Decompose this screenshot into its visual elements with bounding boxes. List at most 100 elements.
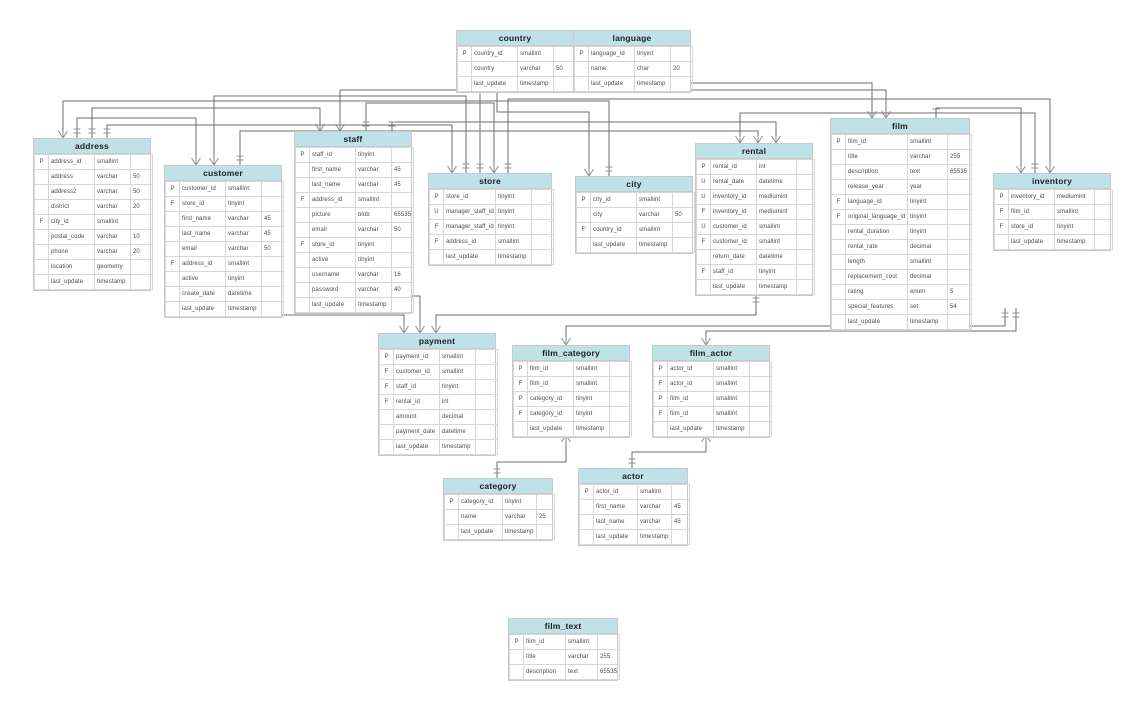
column-row[interactable]: ratingenum5 [831,284,972,300]
column-row[interactable]: Ffilm_idsmallint [653,406,772,422]
column-row[interactable]: Fstaff_idtinyint [696,264,815,280]
column-row[interactable]: Uinventory_idmediumint [696,189,815,205]
entity-address[interactable]: addressPaddress_idsmallintaddressvarchar… [33,138,153,291]
column-row[interactable]: Fstore_idtinyint [165,196,284,212]
entity-film_text[interactable]: film_textPfilm_idsmallinttitlevarchar255… [508,618,620,681]
column-row[interactable]: last_updatetimestamp [34,274,153,290]
column-row[interactable]: Foriginal_language_idtinyint [831,209,972,225]
column-row[interactable]: titlevarchar255 [831,149,972,165]
entity-film[interactable]: filmPfilm_idsmallinttitlevarchar255descr… [830,118,972,331]
column-row[interactable]: last_updatetimestamp [696,279,815,295]
column-row[interactable]: Pcustomer_idsmallint [165,181,284,197]
column-row[interactable]: countryvarchar50 [457,61,576,77]
column-row[interactable]: last_updatetimestamp [994,234,1113,250]
column-row[interactable]: Pfilm_idsmallint [831,134,972,150]
column-row[interactable]: activetinyint [165,271,284,287]
entity-rental[interactable]: rentalPrental_idintUrental_datedatetimeU… [695,143,815,296]
column-row[interactable]: Fcategory_idtinyint [513,406,632,422]
column-row[interactable]: Pstore_idtinyint [429,189,554,205]
entity-language[interactable]: languagePlanguage_idtinyintnamechar20las… [573,30,693,93]
column-row[interactable]: Fcustomer_idsmallint [379,364,498,380]
column-row[interactable]: Faddress_idsmallint [165,256,284,272]
entity-actor[interactable]: actorPactor_idsmallintfirst_namevarchar4… [578,468,690,546]
entity-payment[interactable]: paymentPpayment_idsmallintFcustomer_idsm… [378,333,498,456]
column-row[interactable]: Pcategory_idtinyint [513,391,632,407]
column-row[interactable]: Prental_idint [696,159,815,175]
column-row[interactable]: Fcountry_idsmallint [576,222,695,238]
column-row[interactable]: last_updatetimestamp [831,314,972,330]
column-row[interactable]: Fmanager_staff_idtinyint [429,219,554,235]
column-row[interactable]: Ucustomer_idsmallint [696,219,815,235]
column-row[interactable]: Pcountry_idsmallint [457,46,576,62]
column-row[interactable]: last_updatetimestamp [579,529,690,545]
column-row[interactable]: create_datedatetime [165,286,284,302]
entity-staff[interactable]: staffPstaff_idtinyintfirst_namevarchar45… [294,131,414,314]
column-row[interactable]: emailvarchar50 [165,241,284,257]
column-row[interactable]: Pstaff_idtinyint [295,147,414,163]
column-row[interactable]: Pfilm_idsmallint [513,361,632,377]
column-row[interactable]: last_updatetimestamp [574,76,693,92]
column-row[interactable]: Paddress_idsmallint [34,154,153,170]
column-row[interactable]: rental_ratedecimal [831,239,972,255]
column-row[interactable]: passwordvarchar40 [295,282,414,298]
column-row[interactable]: usernamevarchar16 [295,267,414,283]
column-row[interactable]: phonevarchar20 [34,244,153,260]
column-row[interactable]: descriptiontext65535 [509,664,620,680]
column-row[interactable]: last_updatetimestamp [165,301,284,317]
column-row[interactable]: Pcategory_idtinyint [444,494,555,510]
column-row[interactable]: Pinventory_idmediumint [994,189,1113,205]
column-row[interactable]: last_updatetimestamp [429,249,554,265]
column-row[interactable]: Faddress_idsmallint [295,192,414,208]
column-row[interactable]: Fstore_idtinyint [994,219,1113,235]
column-row[interactable]: first_namevarchar45 [165,211,284,227]
column-row[interactable]: Umanager_staff_idtinyint [429,204,554,220]
column-row[interactable]: return_datedatetime [696,249,815,265]
column-row[interactable]: first_namevarchar45 [295,162,414,178]
column-row[interactable]: Pcity_idsmallint [576,192,695,208]
column-row[interactable]: Urental_datedatetime [696,174,815,190]
column-row[interactable]: last_updatetimestamp [457,76,576,92]
column-row[interactable]: Faddress_idsmallint [429,234,554,250]
entity-film_actor[interactable]: film_actorPactor_idsmallintFactor_idsmal… [652,345,772,438]
column-row[interactable]: last_updatetimestamp [295,297,414,313]
column-row[interactable]: Planguage_idtinyint [574,46,693,62]
column-row[interactable]: Pfilm_idsmallint [653,391,772,407]
column-row[interactable]: last_namevarchar45 [165,226,284,242]
column-row[interactable]: titlevarchar255 [509,649,620,665]
column-row[interactable]: last_updatetimestamp [513,421,632,437]
column-row[interactable]: descriptiontext65535 [831,164,972,180]
column-row[interactable]: Fcustomer_idsmallint [696,234,815,250]
column-row[interactable]: Frental_idint [379,394,498,410]
column-row[interactable]: cityvarchar50 [576,207,695,223]
column-row[interactable]: first_namevarchar45 [579,499,690,515]
column-row[interactable]: postal_codevarchar10 [34,229,153,245]
column-row[interactable]: last_updatetimestamp [379,439,498,455]
column-row[interactable]: namevarchar25 [444,509,555,525]
column-row[interactable]: release_yearyear [831,179,972,195]
column-row[interactable]: Ppayment_idsmallint [379,349,498,365]
entity-store[interactable]: storePstore_idtinyintUmanager_staff_idti… [428,173,554,266]
column-row[interactable]: last_updatetimestamp [576,237,695,253]
column-row[interactable]: pictureblob65535 [295,207,414,223]
column-row[interactable]: districtvarchar20 [34,199,153,215]
entity-customer[interactable]: customerPcustomer_idsmallintFstore_idtin… [164,165,284,318]
column-row[interactable]: emailvarchar50 [295,222,414,238]
column-row[interactable]: address2varchar50 [34,184,153,200]
column-row[interactable]: Ffilm_idsmallint [994,204,1113,220]
column-row[interactable]: lengthsmallint [831,254,972,270]
entity-film_category[interactable]: film_categoryPfilm_idsmallintFfilm_idsma… [512,345,632,438]
column-row[interactable]: special_featuresset54 [831,299,972,315]
entity-country[interactable]: countryPcountry_idsmallintcountryvarchar… [456,30,576,93]
entity-inventory[interactable]: inventoryPinventory_idmediumintFfilm_ids… [993,173,1113,251]
column-row[interactable]: amountdecimal [379,409,498,425]
entity-category[interactable]: categoryPcategory_idtinyintnamevarchar25… [443,478,555,541]
column-row[interactable]: Factor_idsmallint [653,376,772,392]
column-row[interactable]: Pfilm_idsmallint [509,634,620,650]
column-row[interactable]: last_namevarchar45 [295,177,414,193]
entity-city[interactable]: cityPcity_idsmallintcityvarchar50Fcountr… [575,176,695,254]
column-row[interactable]: Fstore_idtinyint [295,237,414,253]
column-row[interactable]: rental_durationtinyint [831,224,972,240]
column-row[interactable]: Flanguage_idtinyint [831,194,972,210]
column-row[interactable]: Fcity_idsmallint [34,214,153,230]
column-row[interactable]: last_updatetimestamp [653,421,772,437]
